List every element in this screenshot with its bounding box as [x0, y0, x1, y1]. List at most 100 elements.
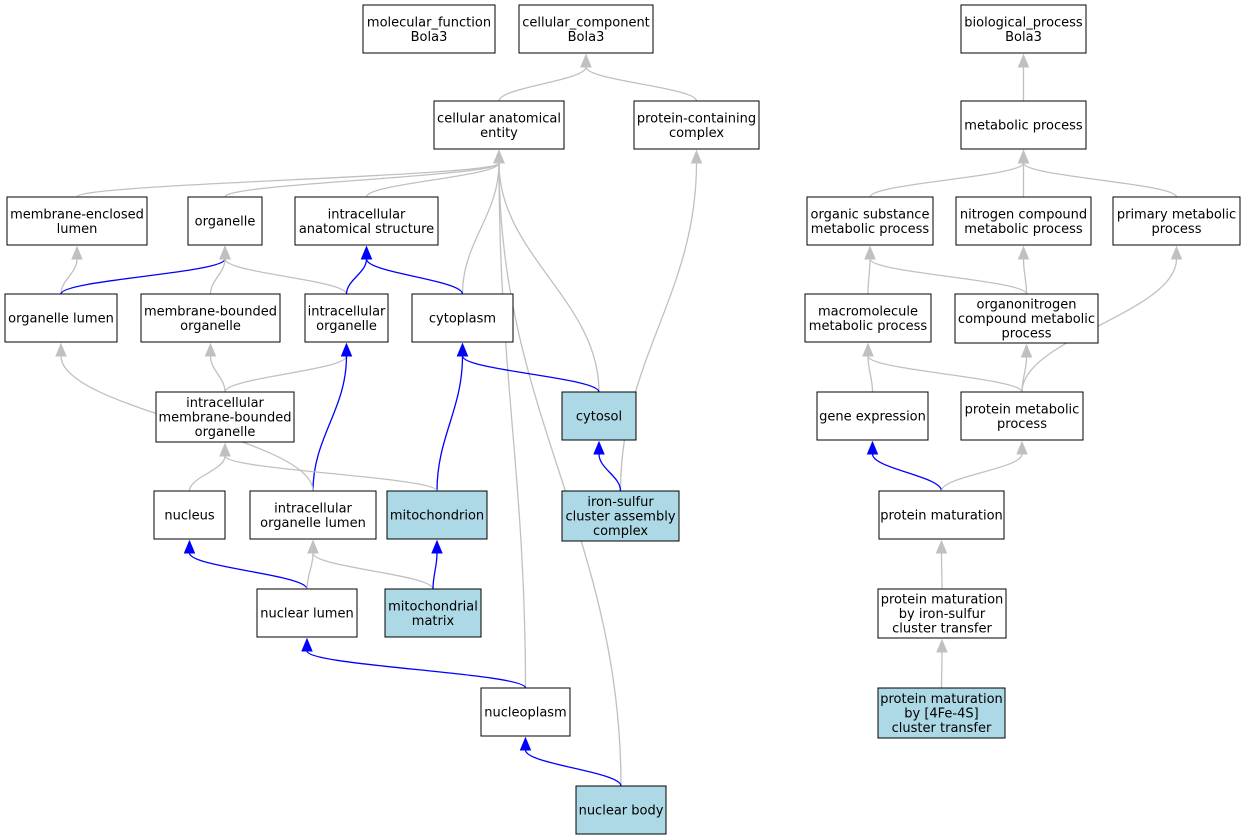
node-label: complex — [593, 524, 648, 539]
edge-mito-to-cyto — [436, 342, 469, 492]
node-label: organonitrogen — [977, 298, 1077, 313]
node-mito[interactable]: mitochondrion — [386, 490, 488, 540]
node-cyto[interactable]: cytoplasm — [411, 293, 514, 343]
node-box — [384, 588, 482, 638]
edge-line — [76, 162, 500, 198]
edge-line — [461, 162, 500, 295]
edge-line — [869, 258, 1028, 295]
node-box — [140, 293, 281, 343]
edge-line — [867, 258, 871, 295]
node-label: mitochondrial — [388, 599, 478, 614]
node-np[interactable]: nucleoplasm — [480, 687, 571, 737]
edge-arrowhead — [340, 342, 353, 357]
node-ol[interactable]: organelle lumen — [4, 293, 118, 343]
node-cytosol[interactable]: cytosol — [561, 391, 637, 441]
edge-line — [1021, 258, 1178, 393]
node-label: nuclear body — [579, 804, 664, 819]
node-label: compound metabolic — [958, 312, 1095, 327]
node-label: by iron-sulfur — [899, 607, 986, 622]
node-label: anatomical structure — [299, 222, 434, 237]
edge-pcc-to-cc — [580, 53, 698, 102]
edge-iscac-to-cytosol — [593, 440, 622, 492]
edge-ol-to-org — [60, 245, 231, 295]
node-label: protein metabolic — [965, 402, 1080, 417]
edge-arrowhead — [219, 442, 231, 457]
node-nucleus[interactable]: nucleus — [153, 490, 226, 540]
edge-line — [498, 162, 622, 787]
node-label: metabolic process — [964, 119, 1083, 134]
edge-line — [598, 453, 622, 492]
node-label: membrane-enclosed — [10, 207, 144, 222]
edge-org-to-cae — [224, 149, 505, 198]
node-box — [362, 4, 496, 54]
node-label: iron-sulfur — [587, 495, 654, 510]
node-label: organelle — [316, 319, 377, 334]
node-nl[interactable]: nuclear lumen — [256, 588, 358, 638]
node-org[interactable]: organelle — [187, 196, 263, 246]
node-box — [960, 100, 1087, 150]
node-label: metabolic process — [964, 222, 1083, 237]
node-pm[interactable]: protein maturation — [878, 490, 1005, 540]
edge-io-to-org — [219, 245, 348, 295]
edge-line — [524, 749, 622, 787]
node-label: nitrogen compound — [960, 207, 1087, 222]
node-box — [561, 391, 637, 441]
edge-arrowhead — [307, 539, 319, 554]
edge-line — [940, 651, 943, 689]
edge-arrowhead — [866, 440, 879, 455]
node-box — [878, 490, 1005, 540]
node-box — [187, 196, 263, 246]
node-nb[interactable]: nuclear body — [575, 785, 667, 835]
edge-arrowhead — [1017, 245, 1030, 260]
node-ge[interactable]: gene expression — [816, 391, 929, 441]
node-label: cytosol — [576, 410, 622, 425]
node-label: protein-containing — [637, 111, 756, 126]
edge-ol-to-mel — [60, 245, 83, 295]
edge-protmp-to-mmp — [862, 342, 1023, 393]
node-label: intracellular — [328, 207, 406, 222]
edge-arrowhead — [936, 638, 948, 653]
edge-iol-to-io — [312, 342, 353, 492]
edge-cytosol-to-cyto — [456, 342, 600, 393]
edge-cyto-to-cae — [461, 149, 505, 295]
edge-cytosol-to-cae — [493, 149, 600, 393]
node-box — [633, 100, 760, 150]
node-box — [955, 196, 1092, 246]
node-label: Bola3 — [411, 30, 448, 45]
node-box — [155, 391, 295, 443]
edge-oncmp-to-ncmp — [1017, 245, 1030, 295]
node-box — [433, 100, 565, 150]
node-label: cluster transfer — [892, 622, 992, 637]
edge-line — [60, 258, 78, 295]
node-label: organelle — [195, 425, 256, 440]
node-label: macromolecule — [818, 304, 918, 319]
node-label: lumen — [57, 222, 98, 237]
edge-line — [312, 552, 434, 590]
edge-line — [365, 162, 500, 198]
node-metab[interactable]: metabolic process — [960, 100, 1087, 150]
edge-cyto-to-ias — [360, 245, 464, 295]
edge-metab-to-bp — [1017, 53, 1030, 101]
edge-line — [224, 355, 348, 393]
